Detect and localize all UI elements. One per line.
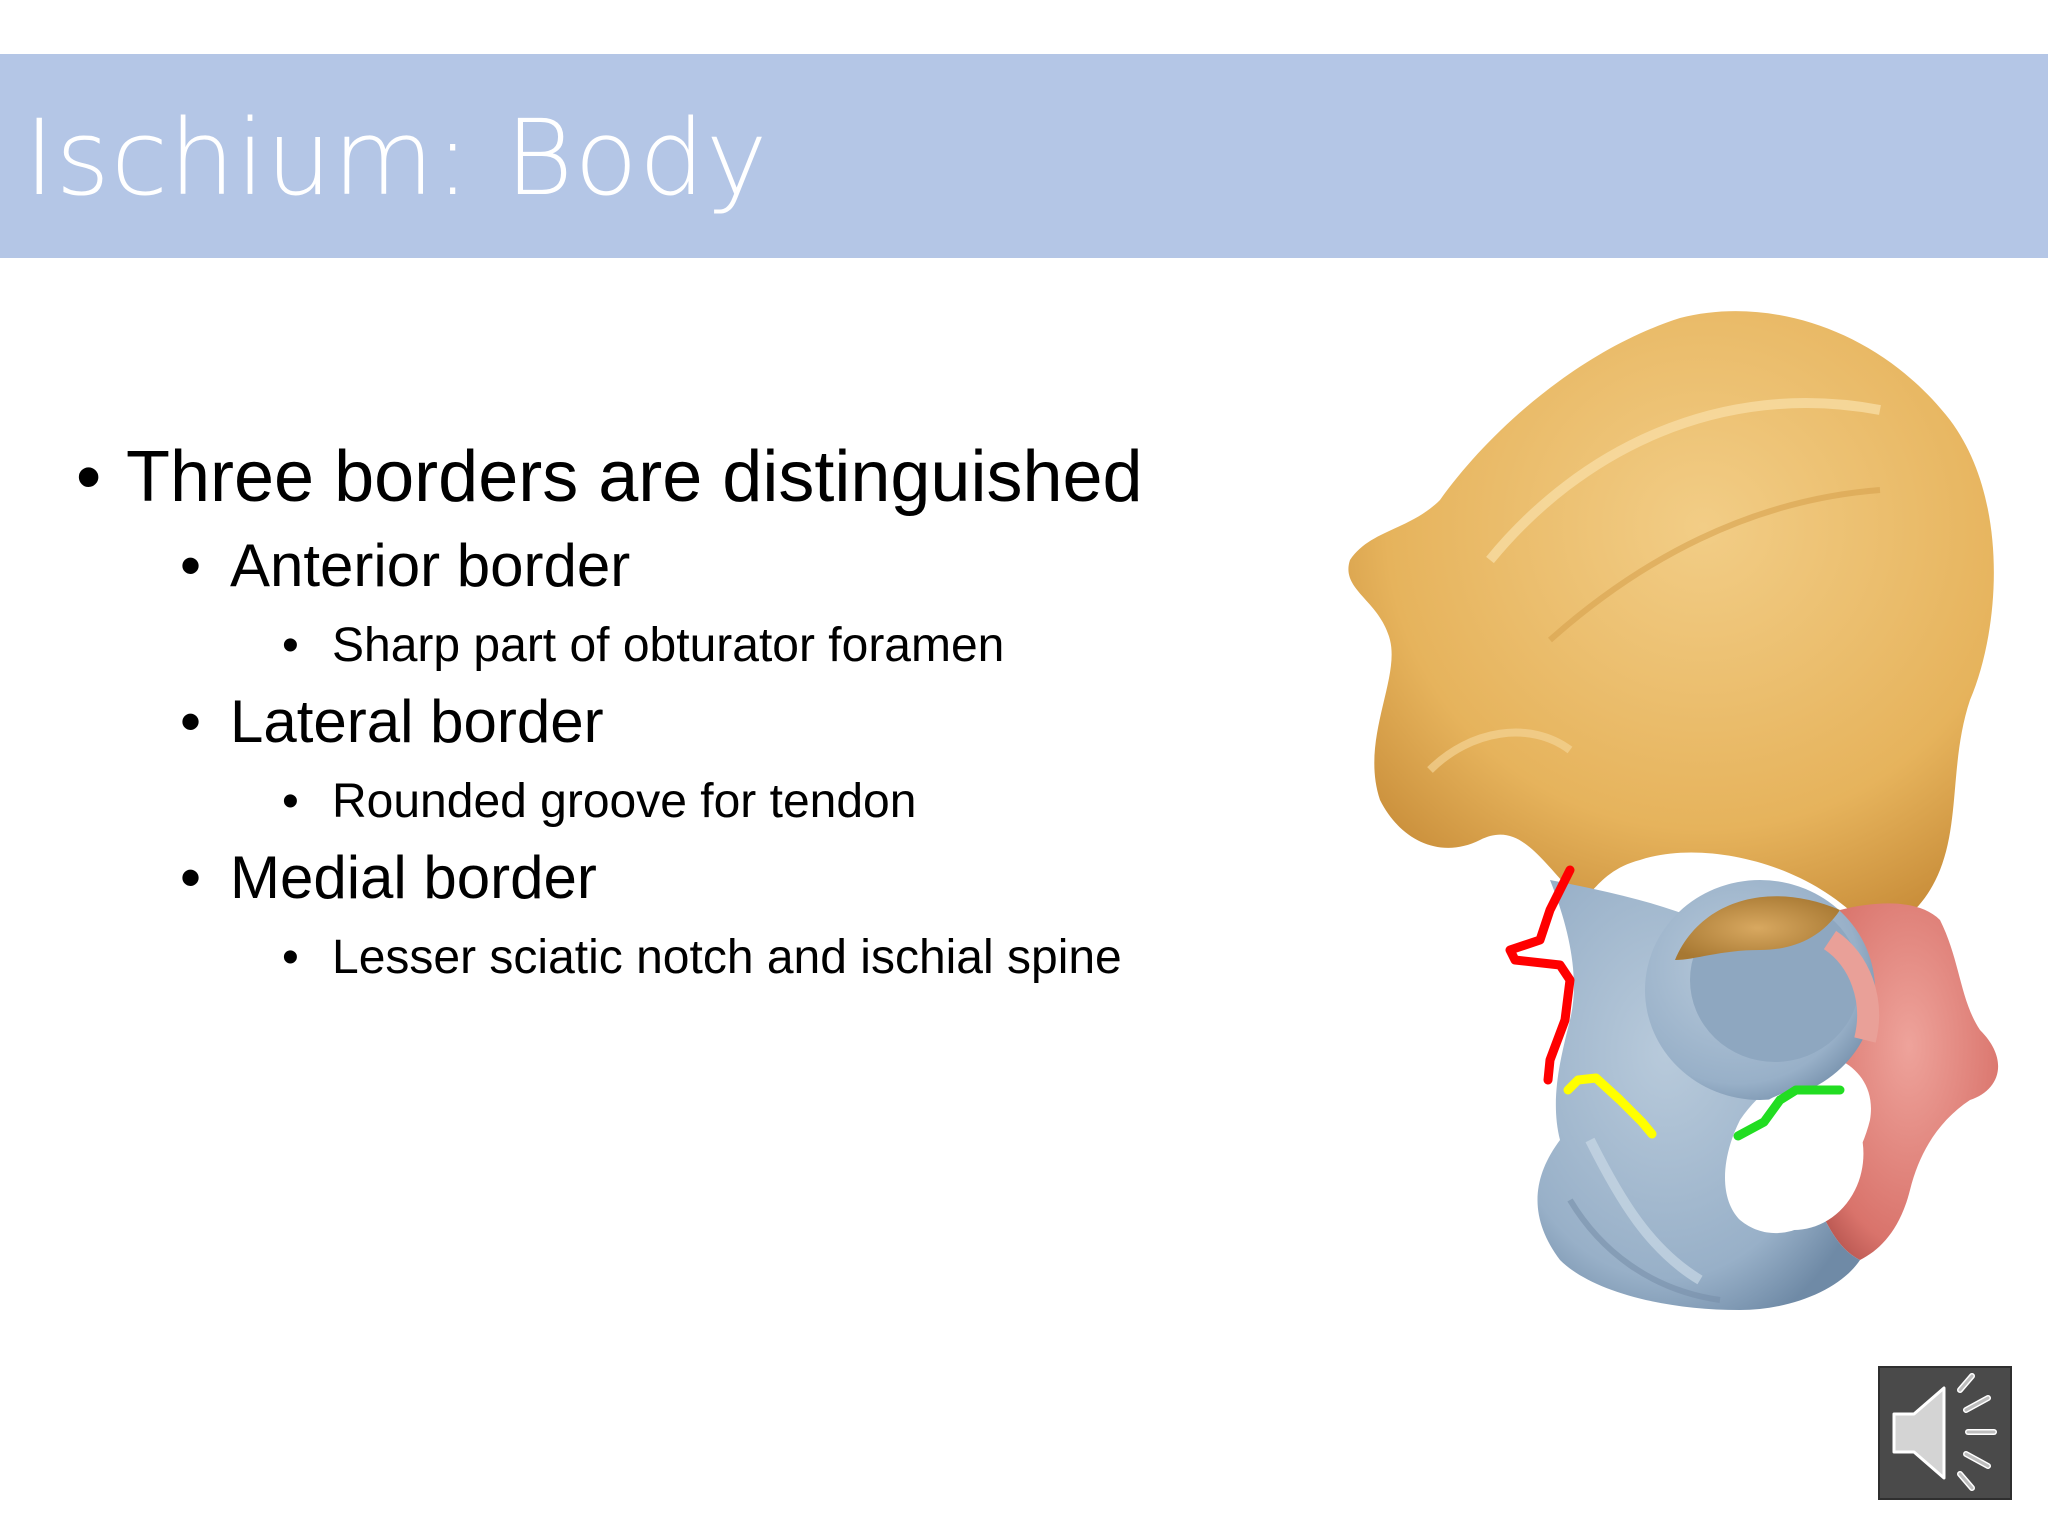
audio-button[interactable]	[1878, 1366, 2012, 1500]
bullet-lateral-text: Lateral border	[230, 688, 604, 755]
ilium-shape	[1348, 311, 1994, 928]
bullet-medial-detail-text: Lesser sciatic notch and ischial spine	[332, 931, 1122, 984]
title-bar	[0, 54, 2048, 258]
bullet-anterior-detail-text: Sharp part of obturator foramen	[332, 619, 1005, 672]
bullet-dot-icon: •	[180, 844, 202, 911]
bullet-dot-icon: •	[76, 437, 102, 517]
bullet-dot-icon: •	[282, 775, 299, 828]
anterior-border-marker	[1505, 865, 1575, 1085]
lateral-border-marker	[1563, 1073, 1657, 1139]
hip-bone-illustration	[1348, 311, 1999, 1310]
bullet-dot-icon: •	[282, 619, 299, 672]
bullet-medial-text: Medial border	[230, 844, 597, 911]
bullet-lateral-detail-text: Rounded groove for tendon	[332, 775, 917, 828]
bullet-anterior-text: Anterior border	[230, 532, 631, 599]
bullet-main-text: Three borders are distinguished	[126, 437, 1143, 517]
medial-border-marker	[1733, 1085, 1845, 1141]
bullet-dot-icon: •	[282, 931, 299, 984]
bullet-dot-icon: •	[180, 688, 202, 755]
bullet-dot-icon: •	[180, 532, 202, 599]
speaker-icon	[1892, 1373, 1997, 1491]
slide-title: Ischium: Body	[24, 97, 769, 219]
